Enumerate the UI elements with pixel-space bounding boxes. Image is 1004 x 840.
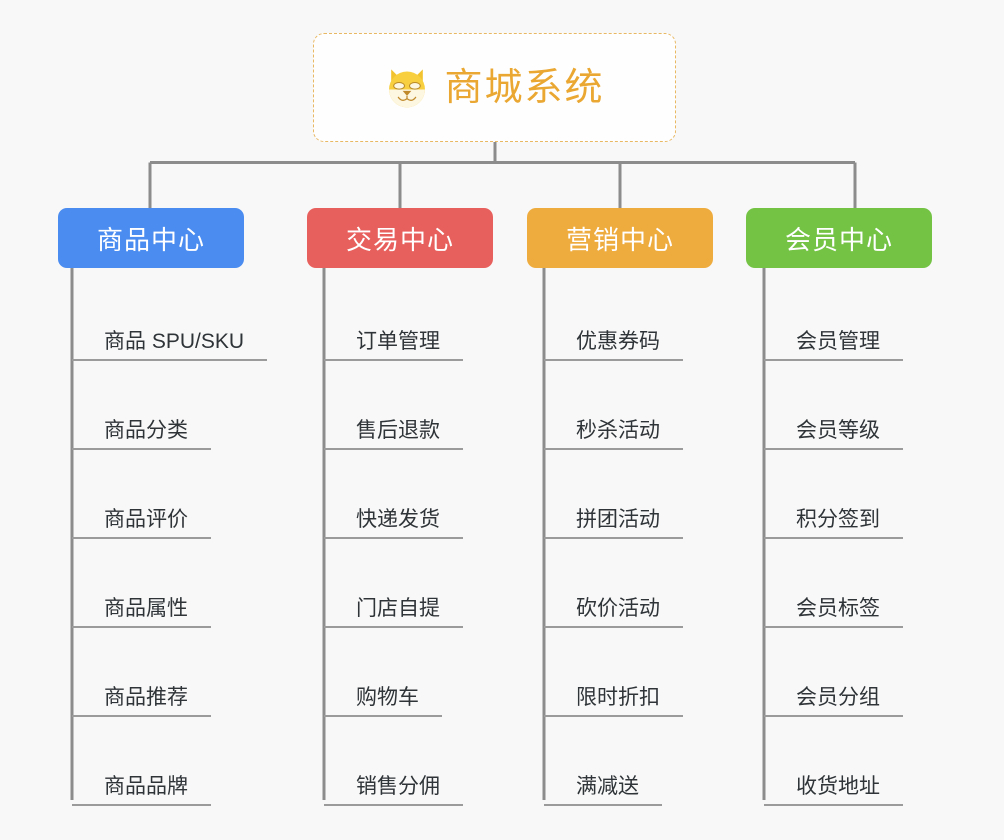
leaf-label: 门店自提 xyxy=(356,597,440,620)
leaf-underline xyxy=(72,626,211,628)
list-item[interactable]: 商品品牌 xyxy=(72,717,302,806)
list-item[interactable]: 销售分佣 xyxy=(324,717,554,806)
list-item[interactable]: 商品 SPU/SKU xyxy=(72,272,302,361)
leaf-column-product: 商品 SPU/SKU 商品分类 商品评价 商品属性 商品推荐 商品品牌 xyxy=(72,272,302,806)
leaf-underline xyxy=(324,359,463,361)
leaf-label: 会员等级 xyxy=(796,419,880,442)
leaf-underline xyxy=(544,359,683,361)
leaf-underline xyxy=(72,804,211,806)
leaf-label: 商品品牌 xyxy=(104,775,188,798)
list-item[interactable]: 收货地址 xyxy=(764,717,994,806)
list-item[interactable]: 积分签到 xyxy=(764,450,994,539)
list-item[interactable]: 会员分组 xyxy=(764,628,994,717)
category-box-marketing[interactable]: 营销中心 xyxy=(527,208,713,268)
list-item[interactable]: 商品评价 xyxy=(72,450,302,539)
leaf-underline xyxy=(764,537,903,539)
list-item[interactable]: 商品属性 xyxy=(72,539,302,628)
shiba-dog-emoji xyxy=(389,68,426,107)
leaf-label: 秒杀活动 xyxy=(576,419,660,442)
category-box-product[interactable]: 商品中心 xyxy=(58,208,244,268)
leaf-underline xyxy=(72,715,211,717)
leaf-label: 会员标签 xyxy=(796,597,880,620)
leaf-label: 商品推荐 xyxy=(104,686,188,709)
leaf-underline xyxy=(324,448,463,450)
leaf-label: 商品 SPU/SKU xyxy=(104,330,245,353)
leaf-label: 收货地址 xyxy=(796,775,880,798)
category-label-marketing: 营销中心 xyxy=(565,224,674,255)
leaf-underline xyxy=(324,804,463,806)
leaf-underline xyxy=(324,537,463,539)
leaf-underline xyxy=(544,804,662,806)
leaf-underline xyxy=(764,359,903,361)
list-item[interactable]: 满减送 xyxy=(544,717,774,806)
leaf-underline xyxy=(324,715,442,717)
leaf-underline xyxy=(324,626,463,628)
leaf-column-member: 会员管理 会员等级 积分签到 会员标签 会员分组 收货地址 xyxy=(764,272,994,806)
leaf-label: 拼团活动 xyxy=(576,508,660,531)
list-item[interactable]: 秒杀活动 xyxy=(544,361,774,450)
leaf-label: 商品属性 xyxy=(104,597,188,620)
leaf-label: 订单管理 xyxy=(356,330,440,353)
leaf-underline xyxy=(764,626,903,628)
category-box-trade[interactable]: 交易中心 xyxy=(307,208,493,268)
leaf-label: 商品评价 xyxy=(104,508,188,531)
leaf-label: 优惠券码 xyxy=(576,330,660,353)
list-item[interactable]: 商品分类 xyxy=(72,361,302,450)
list-item[interactable]: 会员管理 xyxy=(764,272,994,361)
leaf-column-marketing: 优惠券码 秒杀活动 拼团活动 砍价活动 限时折扣 满减送 xyxy=(544,272,774,806)
category-label-member: 会员中心 xyxy=(784,224,893,255)
list-item[interactable]: 优惠券码 xyxy=(544,272,774,361)
leaf-underline xyxy=(72,537,211,539)
root-node[interactable]: 商城系统 xyxy=(313,33,676,142)
leaf-underline xyxy=(764,448,903,450)
leaf-label: 售后退款 xyxy=(356,419,440,442)
list-item[interactable]: 商品推荐 xyxy=(72,628,302,717)
leaf-label: 商品分类 xyxy=(104,419,188,442)
category-label-product: 商品中心 xyxy=(96,224,205,255)
leaf-label: 满减送 xyxy=(576,775,639,798)
list-item[interactable]: 拼团活动 xyxy=(544,450,774,539)
list-item[interactable]: 购物车 xyxy=(324,628,554,717)
leaf-label: 会员分组 xyxy=(796,686,880,709)
leaf-label: 砍价活动 xyxy=(576,597,660,620)
leaf-label: 限时折扣 xyxy=(576,686,660,709)
leaf-label: 销售分佣 xyxy=(356,775,440,798)
leaf-label: 快递发货 xyxy=(356,508,440,531)
leaf-underline xyxy=(764,715,903,717)
category-label-trade: 交易中心 xyxy=(345,224,454,255)
leaf-column-trade: 订单管理 售后退款 快递发货 门店自提 购物车 销售分佣 xyxy=(324,272,554,806)
leaf-underline xyxy=(544,537,683,539)
list-item[interactable]: 会员标签 xyxy=(764,539,994,628)
list-item[interactable]: 砍价活动 xyxy=(544,539,774,628)
leaf-underline xyxy=(544,448,683,450)
list-item[interactable]: 售后退款 xyxy=(324,361,554,450)
leaf-underline xyxy=(72,359,267,361)
leaf-label: 会员管理 xyxy=(796,330,880,353)
root-title: 商城系统 xyxy=(444,66,605,109)
leaf-underline xyxy=(72,448,211,450)
category-box-member[interactable]: 会员中心 xyxy=(746,208,932,268)
leaf-label: 购物车 xyxy=(356,686,419,709)
list-item[interactable]: 快递发货 xyxy=(324,450,554,539)
list-item[interactable]: 限时折扣 xyxy=(544,628,774,717)
leaf-underline xyxy=(764,804,903,806)
list-item[interactable]: 订单管理 xyxy=(324,272,554,361)
leaf-label: 积分签到 xyxy=(796,508,880,531)
leaf-underline xyxy=(544,715,683,717)
list-item[interactable]: 会员等级 xyxy=(764,361,994,450)
leaf-underline xyxy=(544,626,683,628)
list-item[interactable]: 门店自提 xyxy=(324,539,554,628)
